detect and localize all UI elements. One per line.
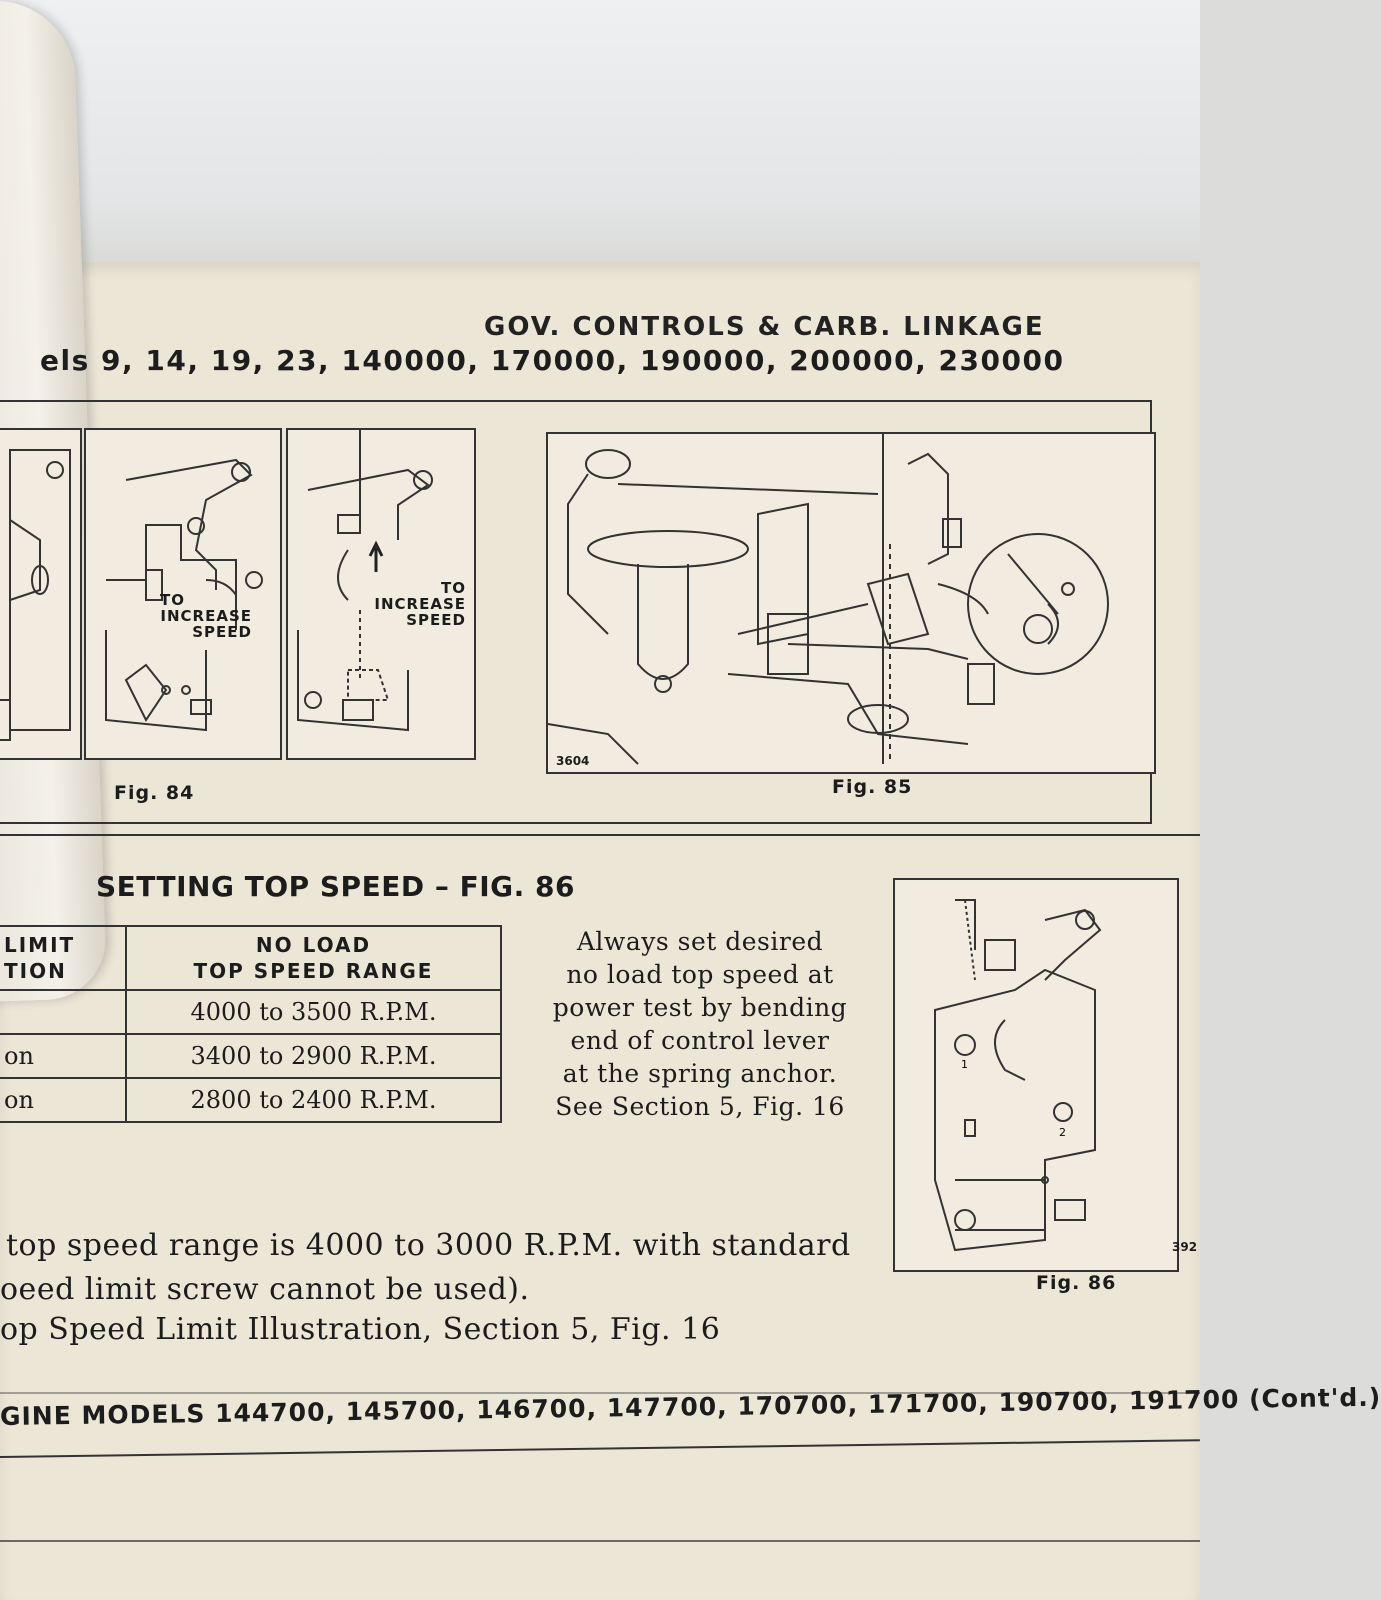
footer-rule-top [0, 1392, 1200, 1394]
table-cell: 2800 to 2400 R.P.M. [125, 1077, 502, 1123]
fig86-drawing: 1 2 [934, 899, 1102, 1252]
model-list-header: els 9, 14, 19, 23, 140000, 170000, 19000… [40, 344, 1065, 377]
fig86-panel: 1 2 [893, 878, 1179, 1272]
section-heading: SETTING TOP SPEED – FIG. 86 [96, 870, 575, 903]
note-line: TO [441, 579, 466, 597]
table-row: on 2800 to 2400 R.P.M. [0, 1077, 502, 1123]
note-line: INCREASE [160, 607, 252, 625]
fig85-number: 3604 [556, 754, 590, 768]
fig84-drawing-a [105, 458, 263, 732]
note-line: INCREASE [374, 595, 466, 613]
instruction-line: power test by bending [552, 993, 848, 1022]
note-line: TO [160, 591, 185, 609]
fig84-note-right: TO INCREASE SPEED [370, 580, 466, 628]
fig84-drawing-b [297, 430, 433, 732]
instruction-line: See Section 5, Fig. 16 [555, 1092, 845, 1121]
body-text-line: op Speed Limit Illustration, Section 5, … [0, 1312, 721, 1347]
instruction-line: Always set desired [576, 927, 824, 956]
fig84-note-left: TO INCREASE SPEED [160, 592, 252, 640]
fig84-partial-drawing [0, 449, 71, 741]
table-row: 4000 to 3500 R.P.M. [0, 989, 502, 1035]
instruction-line: end of control lever [570, 1026, 830, 1055]
note-line: SPEED [406, 611, 466, 629]
table-header-row: LIMIT TION NO LOAD TOP SPEED RANGE [0, 925, 502, 991]
fig85-panel [546, 432, 1156, 774]
fig84-panel-partial [0, 428, 82, 760]
instruction-line: at the spring anchor. [562, 1059, 838, 1088]
table-cell [0, 989, 127, 1035]
table-cell: 4000 to 3500 R.P.M. [125, 989, 502, 1035]
fig85-drawing [547, 434, 1109, 765]
body-text-line: oeed limit screw cannot be used). [0, 1272, 530, 1307]
fig86-marker-1: 1 [961, 1058, 968, 1071]
fig86-number: 392 [1172, 1240, 1198, 1254]
desk-background [0, 0, 1200, 290]
header-line: TOP SPEED RANGE [193, 959, 434, 983]
fig84-label: Fig. 84 [114, 782, 195, 804]
body-text-line: top speed range is 4000 to 3000 R.P.M. w… [6, 1228, 851, 1263]
note-line: SPEED [192, 623, 252, 641]
top-speed-table: LIMIT TION NO LOAD TOP SPEED RANGE 4000 … [0, 925, 502, 1123]
fig84-panel-b [286, 428, 476, 760]
instruction-text: Always set desired no load top speed at … [530, 925, 870, 1123]
header-line: NO LOAD [255, 933, 372, 957]
table-header-limit: LIMIT TION [0, 925, 127, 991]
fig84-panel-a [84, 428, 282, 760]
table-row: on 3400 to 2900 R.P.M. [0, 1033, 502, 1079]
table-cell: on [0, 1033, 127, 1079]
instruction-line: no load top speed at [566, 960, 834, 989]
header-line: LIMIT [4, 933, 76, 957]
section-divider [0, 834, 1200, 836]
fig85-label: Fig. 85 [832, 776, 913, 798]
bottom-rule [0, 1540, 1200, 1542]
fig86-label: Fig. 86 [1036, 1272, 1117, 1294]
table-cell: on [0, 1077, 127, 1123]
fig86-marker-2: 2 [1059, 1126, 1066, 1139]
page-title: GOV. CONTROLS & CARB. LINKAGE [484, 312, 1045, 342]
header-line: TION [4, 959, 67, 983]
table-header-range: NO LOAD TOP SPEED RANGE [125, 925, 502, 991]
table-cell: 3400 to 2900 R.P.M. [125, 1033, 502, 1079]
